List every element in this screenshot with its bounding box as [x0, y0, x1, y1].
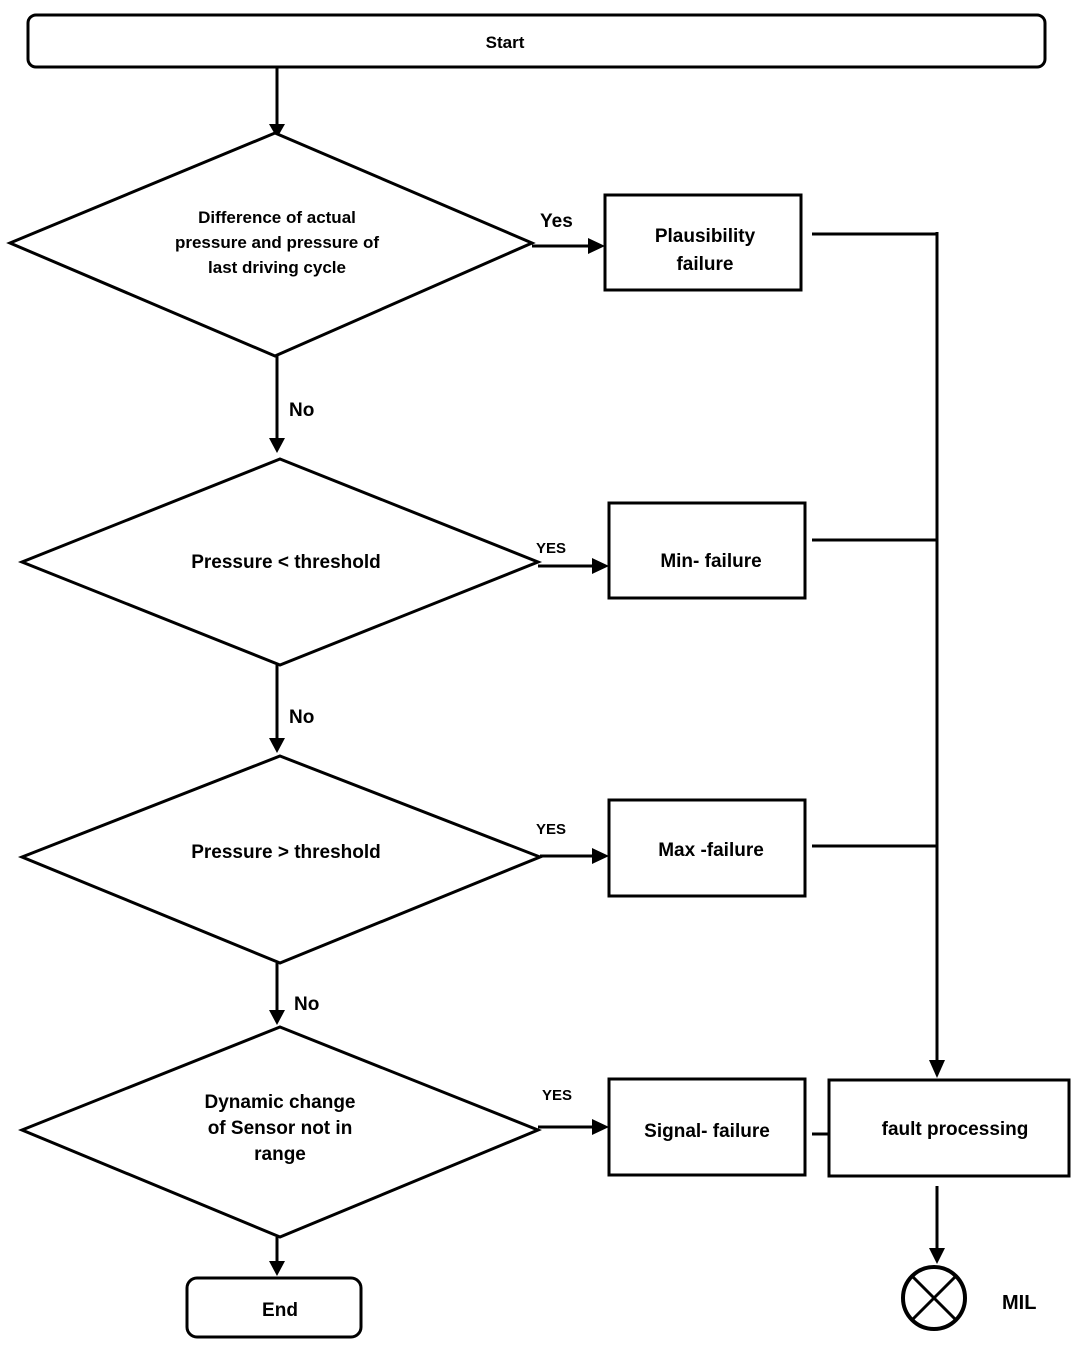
decision-text: Pressure < threshold [191, 552, 381, 573]
arrowhead [588, 238, 605, 254]
min-failure-box: Min- failure [607, 501, 807, 600]
yes-label: Yes [540, 211, 573, 232]
lamp-cross-icon [901, 1265, 967, 1331]
yes-label: YES [536, 821, 566, 838]
mil-label: MIL [1002, 1292, 1036, 1314]
no-label: No [289, 707, 314, 728]
fault-processing-box: fault processing [827, 1078, 1071, 1178]
arrowhead [592, 1119, 609, 1135]
outcome-line: Plausibility [655, 226, 756, 247]
arrowhead [592, 848, 609, 864]
decision-line: pressure and pressure of [175, 233, 379, 252]
outcome-line: failure [676, 254, 733, 275]
arrowhead [269, 1010, 285, 1025]
decision-pressure-difference: Difference of actual pressure and pressu… [6, 131, 536, 358]
decision-pressure-above-threshold: Pressure > threshold [17, 754, 545, 965]
start-node: Start [26, 13, 1047, 69]
no-label: No [294, 994, 319, 1015]
fault-text: fault processing [882, 1119, 1029, 1140]
decision-line: Dynamic change [205, 1092, 356, 1113]
arrowhead [929, 1060, 945, 1078]
outcome-text: Signal- failure [644, 1121, 770, 1142]
arrowhead [269, 438, 285, 453]
no-label: No [289, 400, 314, 421]
decision-line: last driving cycle [208, 258, 346, 277]
decision-line: of Sensor not in [208, 1118, 353, 1139]
max-failure-box: Max -failure [607, 798, 807, 898]
signal-failure-box: Signal- failure [607, 1077, 807, 1177]
decision-text: Pressure > threshold [191, 842, 381, 863]
start-label: Start [486, 33, 525, 52]
decision-line: Difference of actual [198, 208, 356, 227]
decision-pressure-below-threshold: Pressure < threshold [17, 457, 543, 667]
decision-line: range [254, 1144, 306, 1165]
decision-dynamic-change: Dynamic change of Sensor not in range [18, 1025, 542, 1239]
end-node: End [185, 1276, 363, 1339]
arrowhead [269, 124, 285, 138]
outcome-text: Max -failure [658, 840, 764, 861]
arrowhead [929, 1248, 945, 1264]
yes-label: YES [542, 1087, 572, 1104]
end-label: End [262, 1300, 298, 1321]
outcome-text: Min- failure [660, 551, 761, 572]
plausibility-failure-box: Plausibility failure [603, 193, 803, 292]
arrowhead [269, 738, 285, 753]
arrowhead [269, 1261, 285, 1276]
yes-label: YES [536, 540, 566, 557]
arrowhead [592, 558, 609, 574]
